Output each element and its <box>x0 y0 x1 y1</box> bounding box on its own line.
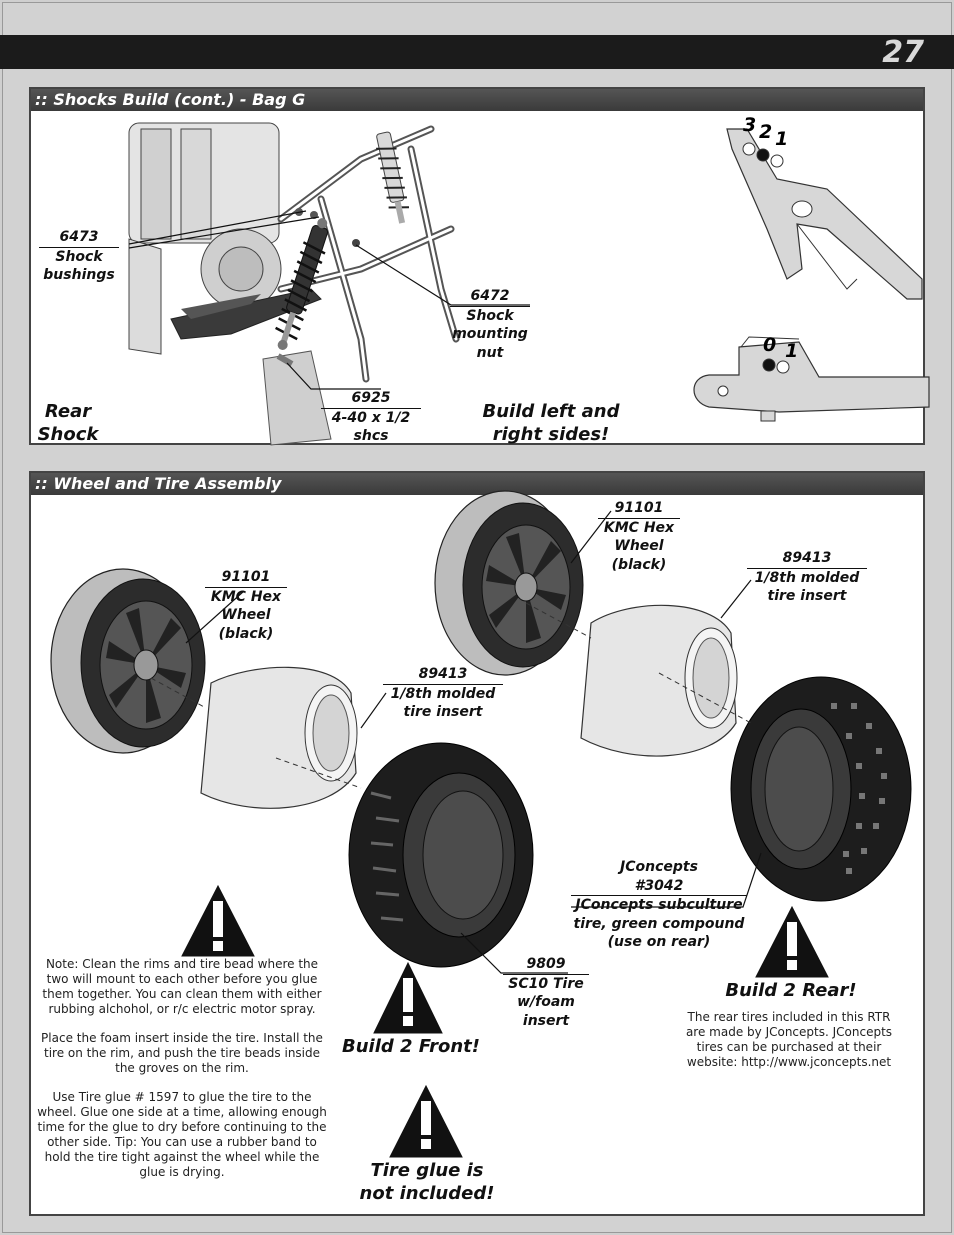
callout-insert-right: 89413 1/8th molded tire insert <box>747 549 867 606</box>
callout-shcs-screw: 6925 4-40 x 1/2 shcs <box>321 389 421 446</box>
callout-wheel-left: 91101 KMC Hex Wheel (black) <box>205 568 287 643</box>
callout-sc10-tire: 9809 SC10 Tire w/foam insert <box>503 955 589 1030</box>
hole-label-2: 2 <box>759 121 772 143</box>
rear-shock-illustration <box>128 122 530 446</box>
page-header-band: 27 <box>0 35 954 70</box>
tire-rear <box>730 676 912 902</box>
shock-tower-detail: 3 2 1 <box>726 114 923 300</box>
callout-insert-left: 89413 1/8th molded tire insert <box>383 665 503 722</box>
callout-shock-bushings: 6473 Shock bushings <box>39 228 119 285</box>
hole-label-0: 0 <box>763 334 776 356</box>
warning-icon <box>755 905 829 978</box>
warning-icon <box>373 961 443 1034</box>
callout-jconcepts-tire: JConcepts #3042 JConcepts subculture tir… <box>571 858 747 952</box>
hole-label-1b: 1 <box>785 340 798 362</box>
build-front-label: Build 2 Front! <box>341 1036 480 1057</box>
rear-shock-label: Rear Shock <box>37 401 99 445</box>
wheel-right <box>434 490 584 676</box>
page-number: 27 <box>882 35 924 70</box>
callout-wheel-right: 91101 KMC Hex Wheel (black) <box>598 499 680 574</box>
insert-left <box>200 666 358 809</box>
callout-shock-mounting-nut: 6472 Shock mounting nut <box>450 287 530 362</box>
shocks-panel-header: :: Shocks Build (cont.) - Bag G <box>31 89 923 111</box>
tire-glue-warning: Tire glue is not included! <box>359 1160 495 1204</box>
shocks-panel: :: Shocks Build (cont.) - Bag G <box>29 87 930 446</box>
wheel-tire-illustration <box>50 490 912 1158</box>
lower-mount-detail: 0 1 <box>693 334 930 422</box>
wheel-left <box>50 568 206 754</box>
warning-icon <box>181 884 255 957</box>
build-sides-label: Build left and right sides! <box>482 401 620 445</box>
warning-icon <box>389 1084 463 1158</box>
tire-front <box>348 742 534 968</box>
insert-right <box>580 604 738 757</box>
assembly-note: Note: Clean the rims and tire bead where… <box>37 957 327 1179</box>
wheel-panel: :: Wheel and Tire Assembly <box>29 471 925 1216</box>
wheel-panel-header: :: Wheel and Tire Assembly <box>31 473 923 495</box>
hole-label-3: 3 <box>743 114 756 136</box>
build-rear-label: Build 2 Rear! <box>725 980 857 1001</box>
rear-tire-note: The rear tires included in this RTR are … <box>685 1010 893 1069</box>
hole-label-1: 1 <box>775 128 788 150</box>
